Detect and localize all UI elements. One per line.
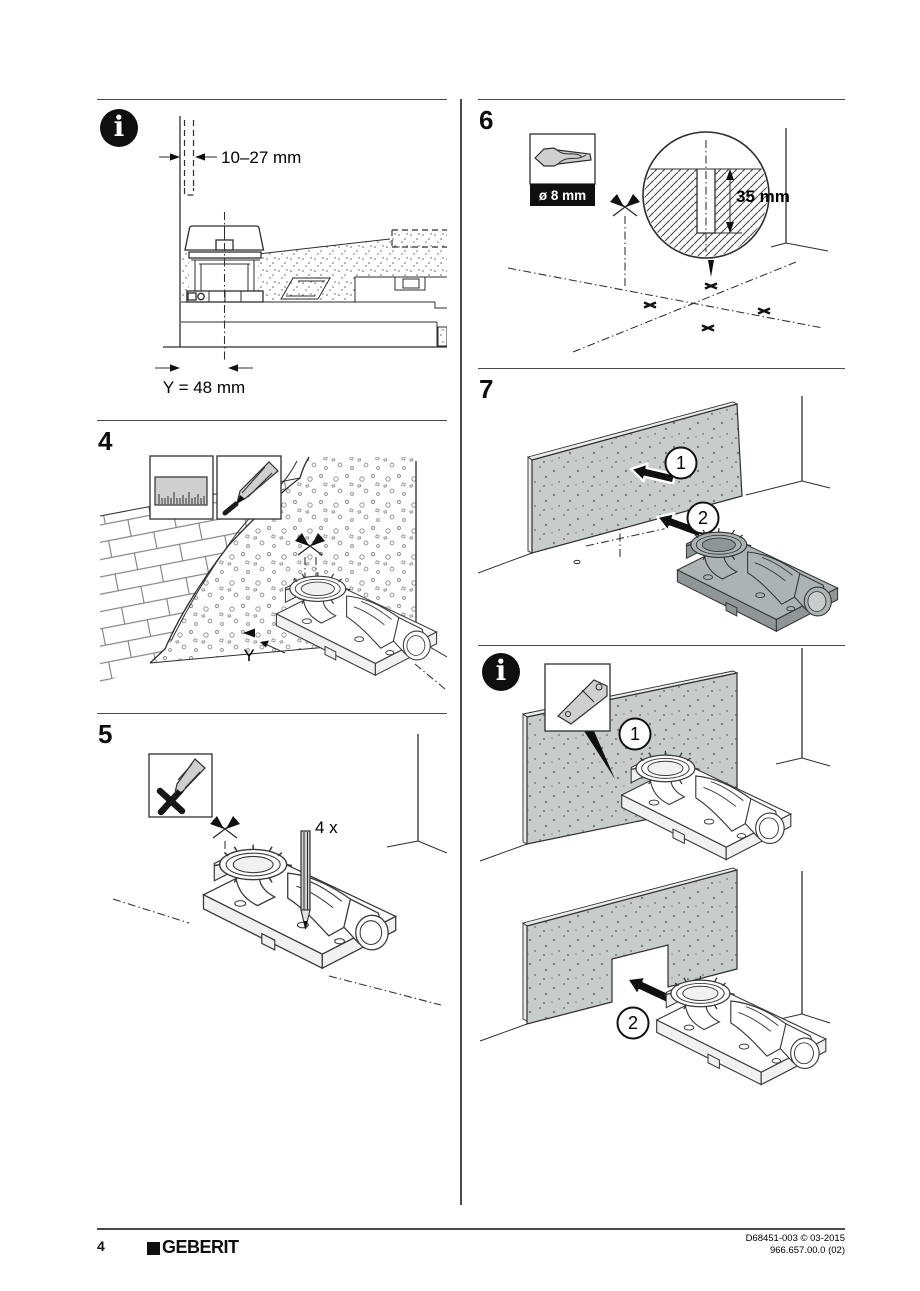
svg-text:2: 2 — [628, 1013, 638, 1033]
y-distance-label: Y — [243, 646, 254, 665]
doc-code: D68451-003 © 03-2015 — [745, 1233, 845, 1244]
drill-mark-icon — [642, 301, 658, 309]
tool-ruler-box — [149, 455, 214, 520]
callout-pointer — [584, 731, 615, 779]
drywall-panel — [526, 401, 743, 554]
drill-mark-icon — [756, 307, 772, 315]
drill-mark-icon — [700, 324, 716, 332]
floor-drain-unit — [677, 528, 838, 632]
step5-drawing: 4 x — [112, 734, 447, 1006]
tool-pencil-box — [216, 455, 282, 520]
brand-logo: GEBERIT — [147, 1237, 239, 1258]
width-range-label: 10–27 mm — [221, 148, 301, 167]
svg-text:2: 2 — [698, 508, 708, 528]
tool-pencil-mark-box — [148, 753, 213, 818]
drill-diameter-label: ø 8 mm — [539, 188, 586, 203]
doc-variant: 966.657.00.0 (02) — [769, 1245, 845, 1257]
dimension-y48: Y = 48 mm — [155, 364, 253, 397]
floor-drain-unit — [203, 844, 396, 969]
brand-square-icon — [147, 1241, 160, 1255]
crosssection-drawing: 10–27 mm — [155, 116, 447, 397]
step6-drawing: ø 8 mm 35 mm — [507, 128, 829, 353]
section-step-6: 6 ø 8 mm — [478, 99, 845, 369]
step-number-7: 7 — [479, 374, 494, 404]
depth-label: Y = 48 mm — [163, 378, 245, 397]
step7-drawing: 1 2 — [478, 396, 838, 632]
step-number-6: 6 — [479, 105, 494, 135]
marking-cross-icon — [609, 193, 641, 217]
section-step-4: 4 — [97, 420, 447, 714]
pointer-triangle — [708, 260, 714, 277]
column-divider — [460, 99, 462, 1205]
section-info-panel-cutout: i 1 — [478, 645, 845, 1206]
count-label: 4 x — [315, 818, 338, 837]
tool-drill-box: ø 8 mm — [529, 133, 596, 206]
tool-knife-box — [544, 663, 611, 732]
document-reference: D68451-003 © 03-2015 966.657.00.0 (02) — [746, 1233, 845, 1258]
svg-text:1: 1 — [630, 724, 640, 744]
section-info-crosssection: i 10–27 mm — [97, 99, 447, 421]
dimension-y: Y — [243, 628, 286, 665]
section-step-5: 5 4 x — [97, 713, 447, 1046]
brand-name: GEBERIT — [162, 1237, 239, 1257]
step-number-5: 5 — [98, 719, 113, 749]
info-icon: i — [100, 109, 138, 147]
drywall-panel-cutout — [521, 867, 739, 1025]
drill-depth-detail: 35 mm — [642, 131, 790, 259]
marking-cross-icon — [209, 815, 241, 839]
insert-arrow-1 — [629, 462, 677, 485]
footer-rule — [97, 1228, 845, 1230]
dashed-detail-box — [391, 229, 447, 248]
step-badge-2: 2 — [616, 1006, 650, 1040]
section-step-7: 7 1 2 — [478, 368, 845, 646]
info-bottom-drawing: 1 2 — [479, 648, 831, 1085]
hole-depth-label: 35 mm — [736, 187, 790, 206]
dimension-wall-clearance: 10–27 mm — [159, 148, 301, 167]
svg-text:1: 1 — [676, 453, 686, 473]
step-badge-1: 1 — [664, 446, 698, 480]
shower-tray-profile — [181, 276, 447, 347]
step-badge-2: 2 — [686, 501, 720, 535]
brick-wall — [100, 478, 300, 684]
pencil — [300, 830, 311, 930]
step-number-4: 4 — [98, 426, 113, 456]
page-number: 4 — [97, 1238, 105, 1254]
info-icon: i — [482, 653, 520, 691]
step4-drawing-main: Y — [99, 455, 447, 690]
drill-mark-icon — [703, 282, 719, 290]
floor-drain-unit — [656, 975, 826, 1085]
drill-size-band — [530, 184, 595, 206]
step-badge-1: 1 — [618, 717, 652, 751]
